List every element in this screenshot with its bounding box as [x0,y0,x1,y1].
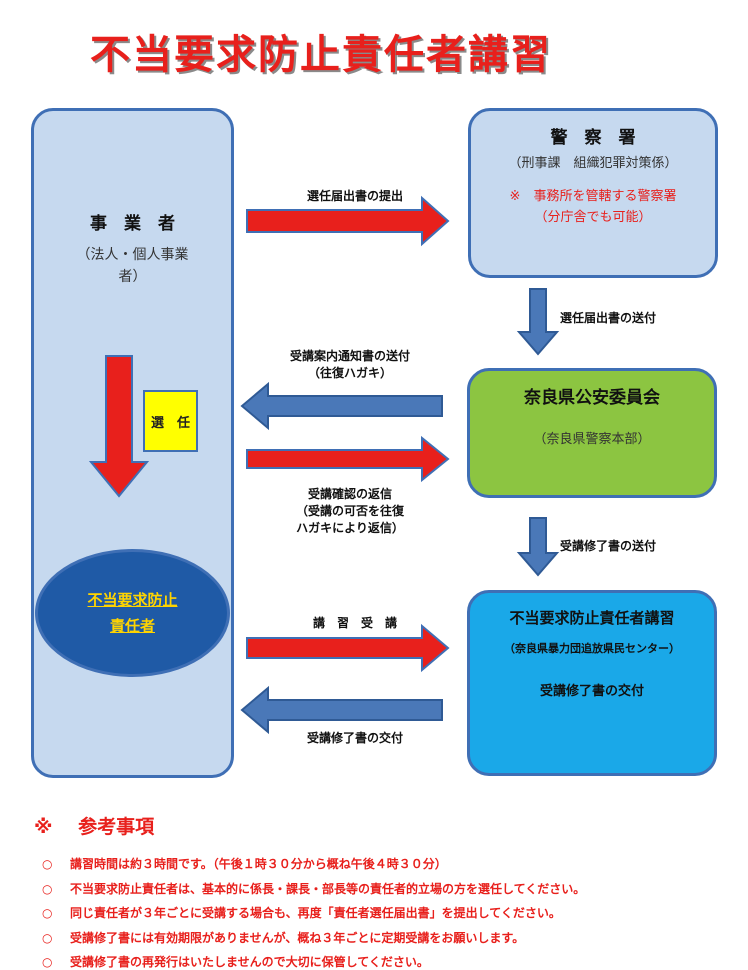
arrow-send-form [516,288,560,356]
note-bullet: ○ [42,931,53,945]
manager-line-1: 不当要求防止 [87,591,178,609]
note-bullet: ○ [42,882,53,896]
note-item: ○ 同じ責任者が３年ごとに受講する場合も、再度「責任者選任届出書」を提出してくださ… [42,904,561,921]
arrow-attend [246,623,450,673]
label-submit: 選任届出書の提出 [306,189,403,203]
manager-line-2: 責任者 [109,617,155,635]
note-item: ○ 講習時間は約３時間です。（午後１時３０分から概ね午後４時３０分） [42,855,447,872]
manager-ellipse: 不当要求防止 責任者 [35,549,230,677]
note-item: ○ 受講修了書の再発行はいたしませんので大切に保管してください。 [42,953,429,970]
course-issue: 受講修了書の交付 [539,684,644,699]
police-note-2: （分庁舎でも可能） [534,210,652,225]
label-reply-3: ハガキにより返信） [296,521,404,535]
commission-sub: （奈良県警察本部） [533,432,651,447]
note-item: ○ 不当要求防止責任者は、基本的に係長・課長・部長等の責任者的立場の方を選任してく… [42,880,585,897]
note-bullet: ○ [42,857,53,871]
commission-name: 奈良県公安委員会 [524,388,660,408]
note-text: 不当要求防止責任者は、基本的に係長・課長・部長等の責任者的立場の方を選任してくだ… [70,882,586,896]
note-text: 受講修了書には有効期限がありませんが、概ね３年ごとに定期受講をお願いします。 [70,931,525,945]
police-dept: （刑事課 組織犯罪対策係） [508,156,678,171]
arrow-submit [246,195,450,247]
label-notice-1: 受講案内通知書の送付 [289,349,410,363]
arrow-reply [246,435,450,483]
page-title: 不当要求防止責任者講習 [90,32,552,78]
label-attend: 講 習 受 講 [312,616,397,630]
police-station-box: 警 察 署 （刑事課 組織犯罪対策係） ※ 事務所を管轄する警察署 （分庁舎でも… [468,108,718,278]
label-send-cert: 受講修了書の送付 [560,539,657,553]
note-item: ○ 受講修了書には有効期限がありませんが、概ね３年ごとに定期受講をお願いします。 [42,929,524,946]
arrow-selection [88,355,150,498]
label-issue-cert: 受講修了書の交付 [306,731,403,745]
selection-badge: 選 任 [143,390,198,452]
course-name: 不当要求防止責任者講習 [509,609,675,627]
public-safety-commission-box: 奈良県公安委員会 （奈良県警察本部） [467,368,717,498]
note-text: 同じ責任者が３年ごとに受講する場合も、再度「責任者選任届出書」を提出してください… [70,906,561,920]
label-reply-1: 受講確認の返信 [307,487,392,501]
course-sub: （奈良県暴力団追放県民センター） [504,642,680,655]
arrow-notice [240,381,443,431]
course-box: 不当要求防止責任者講習 （奈良県暴力団追放県民センター） 受講修了書の交付 [467,590,717,776]
arrow-issue-cert [240,685,443,735]
police-name: 警 察 署 [550,128,636,148]
business-sub-2: 者） [118,269,147,285]
business-sub-1: （法人・個人事業 [76,247,189,263]
arrow-send-cert [516,517,560,577]
label-notice-2: （往復ハガキ） [307,366,392,380]
business-name: 事 業 者 [90,214,175,234]
label-send-form: 選任届出書の送付 [560,311,657,325]
note-text: 講習時間は約３時間です。（午後１時３０分から概ね午後４時３０分） [70,857,447,871]
note-bullet: ○ [42,906,53,920]
notes-heading: ※ 参考事項 [34,816,155,838]
note-text: 受講修了書の再発行はいたしませんので大切に保管してください。 [70,955,429,969]
label-reply-2: （受講の可否を往復 [295,504,404,518]
police-note-1: ※ 事務所を管轄する警察署 [509,189,677,204]
note-bullet: ○ [42,955,53,969]
